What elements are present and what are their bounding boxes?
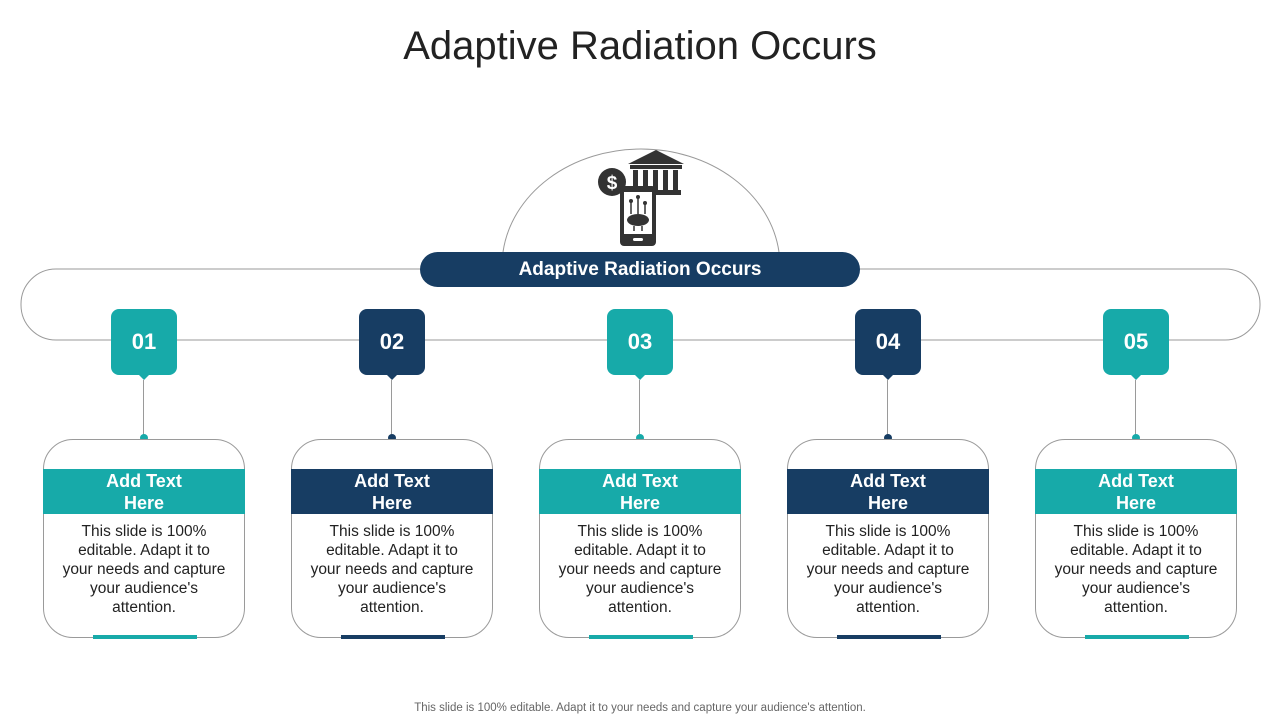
step-number-03: 03 — [607, 309, 673, 380]
step-card-body: This slide is 100% editable. Adapt it to… — [62, 523, 226, 616]
step-card-heading: Add Text Here — [43, 469, 245, 514]
connector-dot-02 — [388, 434, 396, 442]
step-card-accent-bar — [837, 635, 941, 639]
mobile-banking-icon: $ — [598, 150, 684, 246]
step-card-body: This slide is 100% editable. Adapt it to… — [1054, 523, 1218, 616]
step-card-heading: Add Text Here — [787, 469, 989, 514]
center-label: Adaptive Radiation Occurs — [420, 252, 860, 287]
step-number-04: 04 — [855, 309, 921, 380]
step-card-05: Add Text Here This slide is 100% editabl… — [1035, 439, 1237, 639]
step-card-heading: Add Text Here — [539, 469, 741, 514]
step-card-body: This slide is 100% editable. Adapt it to… — [310, 523, 474, 616]
step-card-body: This slide is 100% editable. Adapt it to… — [806, 523, 970, 616]
step-card-heading-text: Add Text Here — [354, 470, 430, 513]
connector-dot-05 — [1132, 434, 1140, 442]
step-card-04: Add Text Here This slide is 100% editabl… — [787, 439, 989, 639]
connector-dot-04 — [884, 434, 892, 442]
step-card-02: Add Text Here This slide is 100% editabl… — [291, 439, 493, 639]
step-card-accent-bar — [93, 635, 197, 639]
step-card-heading-text: Add Text Here — [602, 470, 678, 513]
step-number-05: 05 — [1103, 309, 1169, 380]
icon-arc — [502, 148, 780, 253]
connector-dot-01 — [140, 434, 148, 442]
step-card-body: This slide is 100% editable. Adapt it to… — [558, 523, 722, 616]
step-card-heading: Add Text Here — [1035, 469, 1237, 514]
step-card-heading-text: Add Text Here — [106, 470, 182, 513]
connector-dot-03 — [636, 434, 644, 442]
step-card-accent-bar — [341, 635, 445, 639]
step-number-01: 01 — [111, 309, 177, 380]
slide-title: Adaptive Radiation Occurs — [403, 24, 877, 68]
step-card-heading-text: Add Text Here — [1098, 470, 1174, 513]
step-card-03: Add Text Here This slide is 100% editabl… — [539, 439, 741, 639]
step-card-01: Add Text Here This slide is 100% editabl… — [43, 439, 245, 639]
step-card-accent-bar — [1085, 635, 1189, 639]
step-number-02: 02 — [359, 309, 425, 380]
step-card-heading-text: Add Text Here — [850, 470, 926, 513]
step-card-accent-bar — [589, 635, 693, 639]
footer-note: This slide is 100% editable. Adapt it to… — [414, 702, 866, 714]
svg-text:$: $ — [607, 173, 618, 194]
step-card-heading: Add Text Here — [291, 469, 493, 514]
